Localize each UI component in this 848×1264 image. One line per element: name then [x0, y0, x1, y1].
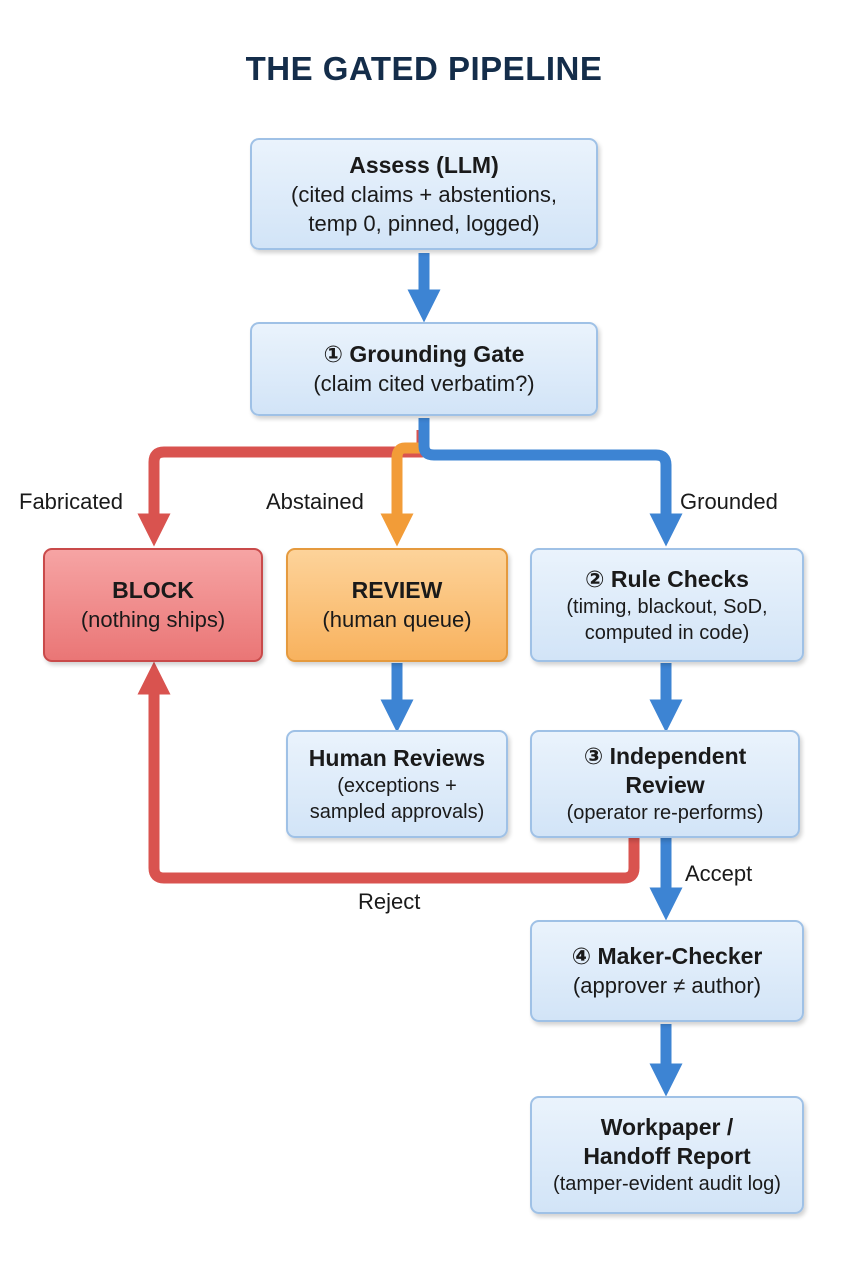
node-human-line2: sampled approvals) — [309, 800, 485, 823]
edge-label-fabricated: Fabricated — [19, 489, 123, 514]
node-maker-checker: ④ Maker-Checker (approver ≠ author) — [530, 920, 804, 1022]
node-assess-title: Assess (LLM) — [349, 151, 499, 178]
node-block: BLOCK (nothing ships) — [43, 548, 263, 662]
node-independent-title2: Review — [625, 772, 705, 798]
node-human-line1: (exceptions + — [337, 774, 457, 797]
node-independent-title1: ③ Independent — [583, 743, 747, 769]
node-rules-title: ② Rule Checks — [585, 565, 749, 592]
node-independent-review: ③ Independent Review (operator re-perfor… — [530, 730, 800, 838]
node-grounding-gate: ① Grounding Gate (claim cited verbatim?) — [250, 322, 598, 416]
node-review: REVIEW (human queue) — [286, 548, 508, 662]
node-human-reviews: Human Reviews (exceptions + sampled appr… — [286, 730, 508, 838]
node-assess: Assess (LLM) (cited claims + abstentions… — [250, 138, 598, 250]
node-workpaper-title2: Handoff Report — [583, 1143, 751, 1169]
edge-label-accept: Accept — [685, 861, 753, 886]
node-maker-line1: (approver ≠ author) — [572, 973, 762, 998]
edge-label-grounded: Grounded — [680, 489, 778, 514]
edge-grounding-to-review — [380, 442, 420, 547]
node-grounding-title: ① Grounding Gate — [323, 341, 525, 367]
node-review-title: REVIEW — [351, 577, 443, 603]
node-assess-line2: temp 0, pinned, logged) — [308, 210, 540, 236]
edge-independent-to-block — [137, 661, 640, 884]
node-block-title: BLOCK — [112, 577, 194, 603]
edge-grounding-to-rules — [418, 418, 683, 547]
node-rule-checks: ② Rule Checks (timing, blackout, SoD, co… — [530, 548, 804, 662]
node-rules-line1: (timing, blackout, SoD, — [566, 595, 768, 618]
node-workpaper: Workpaper / Handoff Report (tamper-evide… — [530, 1096, 804, 1214]
node-workpaper-title1: Workpaper / — [600, 1114, 734, 1140]
node-workpaper-line1: (tamper-evident audit log) — [553, 1173, 781, 1195]
node-block-line1: (nothing ships) — [80, 607, 226, 632]
edge-label-abstained: Abstained — [266, 489, 364, 514]
node-rules-line2: computed in code) — [584, 621, 750, 644]
edge-grounding-to-block — [137, 430, 428, 547]
diagram-title: THE GATED PIPELINE — [245, 50, 603, 87]
node-human-title: Human Reviews — [308, 744, 486, 771]
edge-label-reject: Reject — [358, 889, 421, 914]
node-review-line1: (human queue) — [322, 607, 472, 632]
node-maker-title: ④ Maker-Checker — [571, 943, 763, 969]
node-grounding-line1: (claim cited verbatim?) — [313, 371, 535, 396]
node-independent-line1: (operator re-performs) — [566, 802, 764, 824]
node-assess-line1: (cited claims + abstentions, — [291, 181, 557, 207]
